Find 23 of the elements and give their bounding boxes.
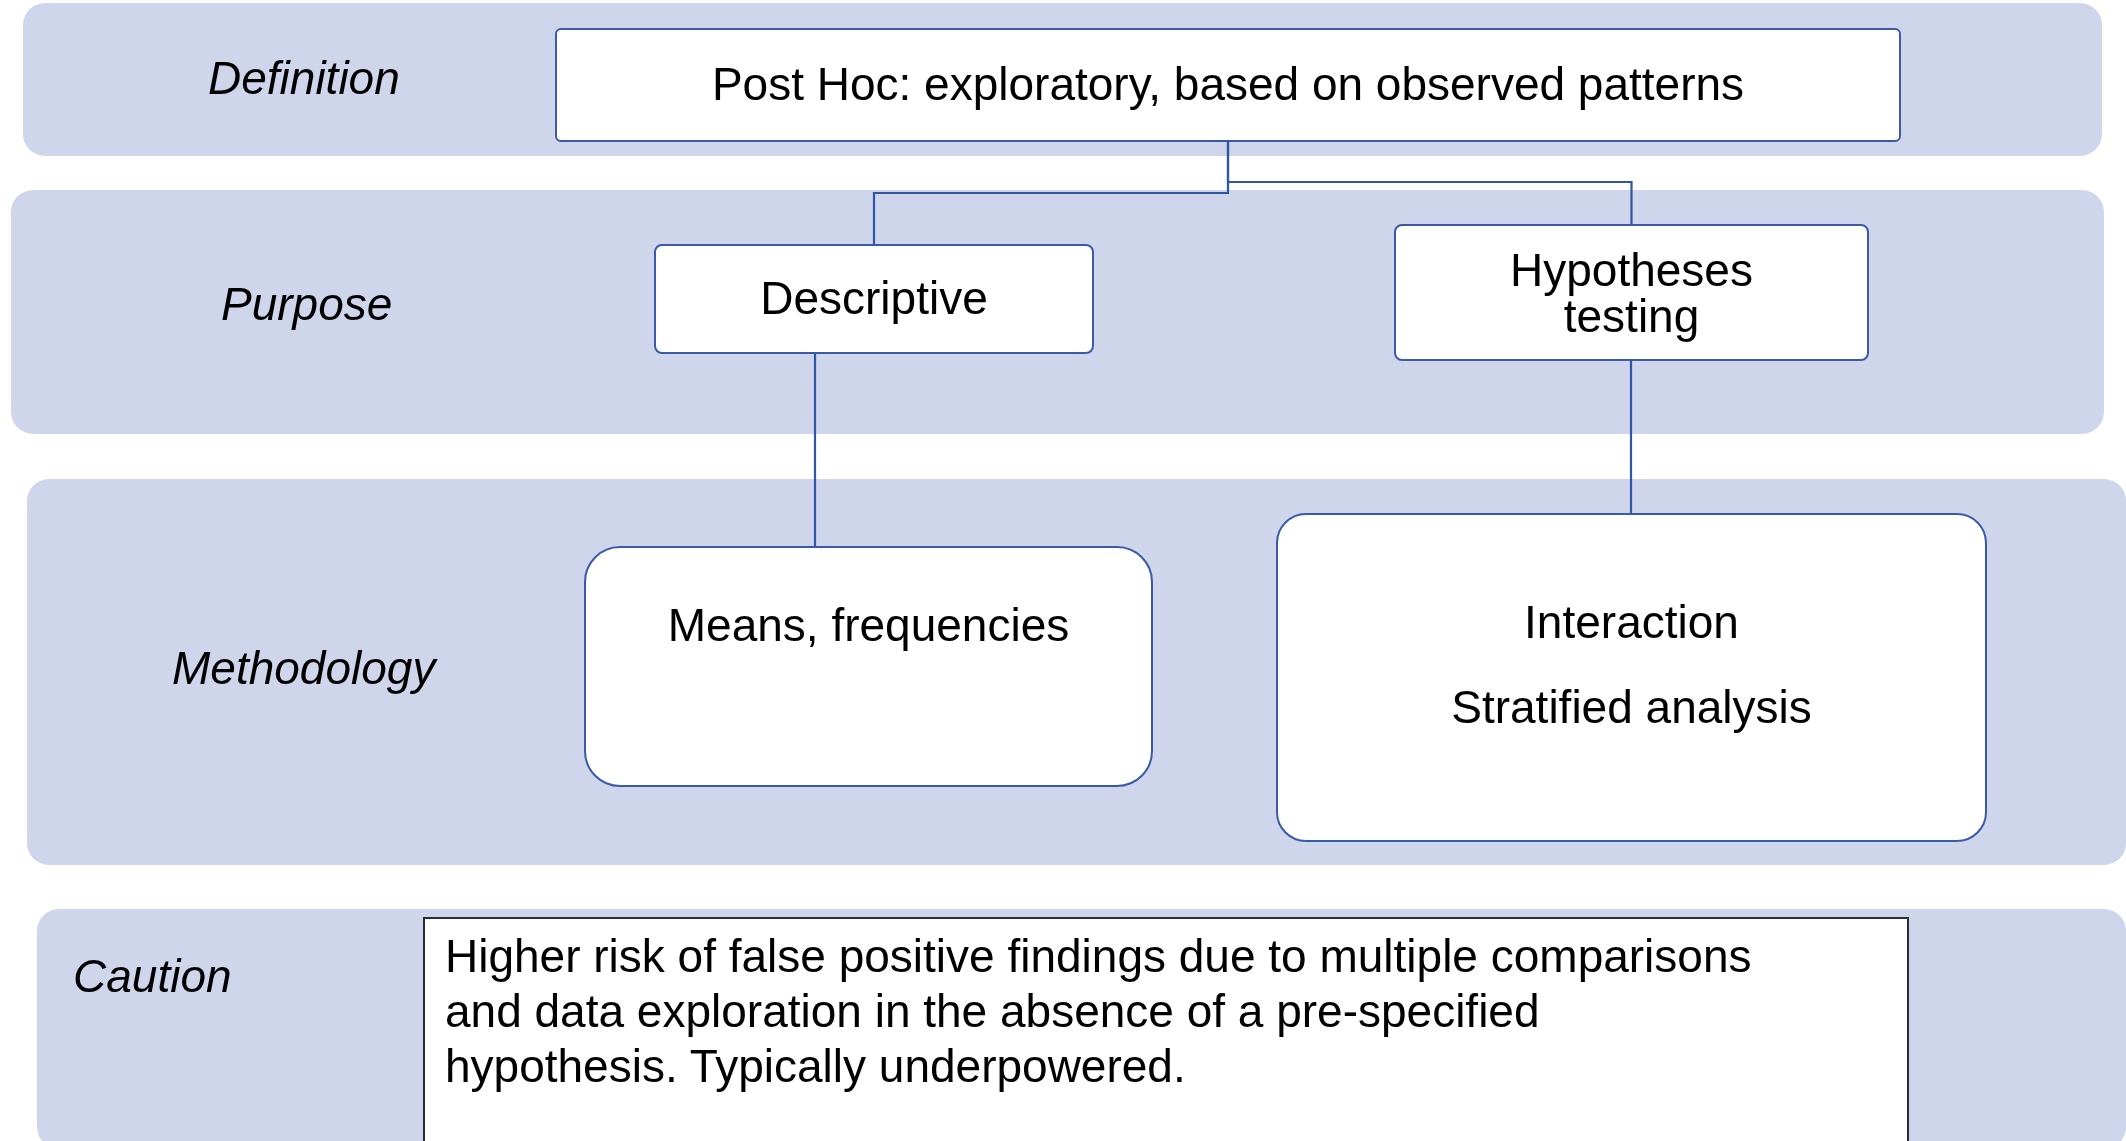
row-heading: Definition — [208, 51, 400, 106]
connector-line — [1226, 142, 1633, 224]
text-box — [555, 28, 1901, 142]
text-box — [584, 546, 1153, 787]
row-heading: Purpose — [221, 277, 393, 332]
text-box — [1394, 224, 1869, 361]
text-box — [1276, 513, 1987, 842]
text-box — [423, 917, 1909, 1141]
connector-line — [813, 354, 817, 546]
text-box — [654, 244, 1094, 354]
row-band — [23, 3, 2102, 156]
row-band — [27, 479, 2126, 865]
row-band — [37, 909, 2126, 1141]
row-heading: Methodology — [172, 641, 436, 696]
connector-line — [1629, 361, 1633, 513]
box-text: Means, frequencies — [667, 598, 1070, 653]
row-band — [11, 190, 2104, 434]
box-text: Stratified analysis — [1451, 680, 1812, 736]
box-text: Descriptive — [760, 271, 988, 327]
box-text: Post Hoc: exploratory, based on observed patterns — [711, 57, 1745, 113]
box-text: Higher risk of false positive findings due to multiple comparisons and data exploration in the absence of a pre-specified hypothesis. Typically underpowered. — [445, 929, 1753, 1095]
row-heading: Caution — [73, 949, 232, 1004]
box-text: Interaction — [1524, 595, 1739, 650]
